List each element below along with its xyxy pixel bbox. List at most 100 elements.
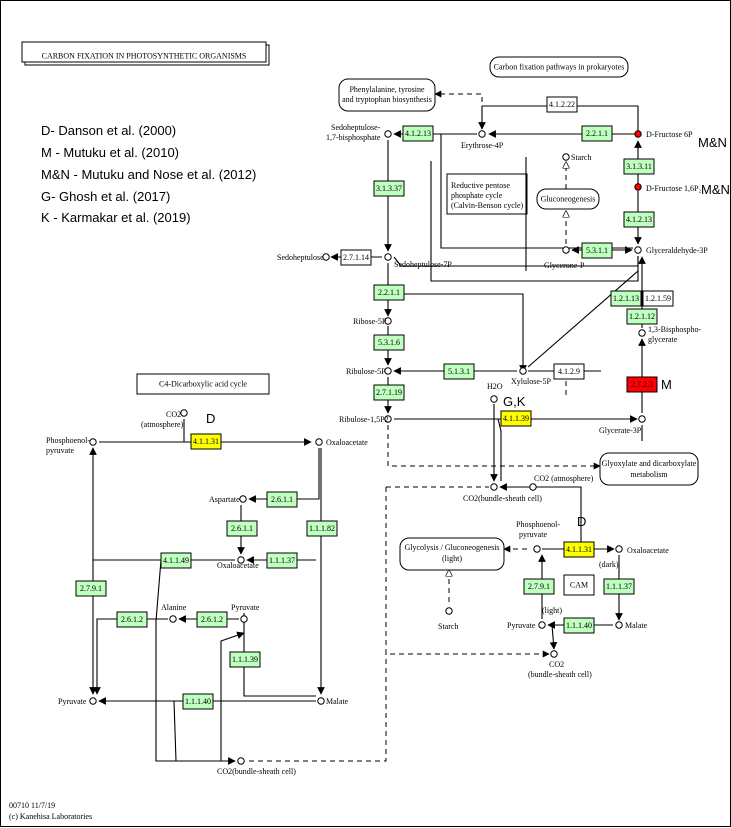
label-co2-bsc-2a: CO2 xyxy=(549,660,564,669)
enzyme-1-1-1-40[interactable]: 1.1.1.40 xyxy=(563,617,595,634)
enzyme-1-1-1-40[interactable]: 1.1.1.40 xyxy=(182,693,214,710)
compound-pyruvate-left[interactable] xyxy=(89,697,97,705)
enzyme-3-1-3-11[interactable]: 3.1.3.11 xyxy=(623,158,655,175)
label-xylulose-5p: Xylulose-5P xyxy=(511,377,552,386)
compound-co2-atm-2[interactable] xyxy=(529,483,537,491)
enzyme-1-1-1-39[interactable]: 1.1.1.39 xyxy=(229,651,261,668)
compound-oxaloacetate-2[interactable] xyxy=(237,556,245,564)
compound-xylulose-5p[interactable] xyxy=(519,367,527,375)
compound-malate-right[interactable] xyxy=(615,621,623,629)
map-title-box[interactable]: CARBON FIXATION IN PHOTOSYNTHETIC ORGANI… xyxy=(21,41,270,66)
compound-glycerone-p[interactable] xyxy=(562,246,570,254)
compound-pep-1[interactable] xyxy=(89,438,97,446)
enzyme-1-1-1-37[interactable]: 1.1.1.37 xyxy=(603,578,635,595)
compound-glyceraldehyde-3p[interactable] xyxy=(634,246,642,254)
enzyme-2-6-1-2[interactable]: 2.6.1.2 xyxy=(196,611,228,628)
annotation-mn-fructose6p: M&N xyxy=(698,135,727,150)
enzyme-2-7-9-1[interactable]: 2.7.9.1 xyxy=(75,580,107,597)
compound-ribose-5p[interactable] xyxy=(384,317,392,325)
enzyme-1-2-1-12[interactable]: 1.2.1.12 xyxy=(626,308,658,325)
enzyme-2-7-9-1[interactable]: 2.7.9.1 xyxy=(523,578,555,595)
compound-starch-2[interactable] xyxy=(445,607,453,615)
compound-starch-1[interactable] xyxy=(562,153,570,161)
compound-pyruvate-right[interactable] xyxy=(538,621,546,629)
enzyme-4-1-1-39[interactable]: 4.1.1.39 xyxy=(500,410,532,427)
enzyme-4-1-1-31[interactable]: 4.1.1.31 xyxy=(563,541,595,558)
label-co2-atm-1b: (atmosphere) xyxy=(141,420,184,429)
map-link-cam[interactable]: CAM xyxy=(563,574,595,596)
enzyme-label: 1.1.1.37 xyxy=(269,556,295,565)
compound-co2-atm-1[interactable] xyxy=(180,409,188,417)
compound-bpg[interactable] xyxy=(638,329,646,337)
enzyme-5-1-3-1[interactable]: 5.1.3.1 xyxy=(443,363,475,380)
enzyme-2-7-1-14[interactable]: 2.7.1.14 xyxy=(340,249,372,266)
enzyme-4-1-2-22[interactable]: 4.1.2.22 xyxy=(546,96,578,113)
map-link-gluconeogenesis[interactable]: Gluconeogenesis xyxy=(536,188,600,210)
enzyme-2-6-1-1[interactable]: 2.6.1.1 xyxy=(266,491,298,508)
compound-oxaloacetate-1[interactable] xyxy=(315,438,323,446)
map-link-pentose-cycle[interactable]: Reductive pentose phosphate cycle (Calvi… xyxy=(446,173,528,215)
map-link-phenylalanine[interactable]: Phenylalanine, tyrosine and tryptophan b… xyxy=(338,78,436,112)
map-link-glyoxylate[interactable]: Glyoxylate and dicarboxylate metabolism xyxy=(599,452,699,486)
enzyme-label: 2.6.1.1 xyxy=(231,524,253,533)
enzyme-1-1-1-37[interactable]: 1.1.1.37 xyxy=(266,552,298,569)
compound-ribulose-15p2[interactable] xyxy=(384,415,392,423)
label-pyruvate-left: Pyruvate xyxy=(58,697,87,706)
compound-co2-bsc-3[interactable] xyxy=(237,757,245,765)
compound-malate-left[interactable] xyxy=(317,697,325,705)
compound-glycerate-3p[interactable] xyxy=(638,415,646,423)
footer-map-id: 00710 11/7/19 xyxy=(9,801,55,810)
svg-text:Glycolysis / Gluconeogenesis: Glycolysis / Gluconeogenesis xyxy=(404,543,499,552)
compound-oxaloacetate-dark[interactable] xyxy=(615,545,623,553)
compound-h2o[interactable] xyxy=(490,395,498,403)
enzyme-1-2-1-59[interactable]: 1.2.1.59 xyxy=(642,290,674,307)
label-ribulose-15p2: Ribulose-1,5P2 xyxy=(339,415,389,424)
enzyme-2-2-1-1[interactable]: 2.2.1.1 xyxy=(581,125,613,142)
enzyme-4-1-1-31[interactable]: 4.1.1.31 xyxy=(190,433,222,450)
compound-co2-bsc-2[interactable] xyxy=(550,650,558,658)
enzyme-4-1-2-13[interactable]: 4.1.2.13 xyxy=(402,125,434,142)
label-d-fructose-16p2: D-Fructose 1,6P₂ xyxy=(646,184,701,193)
compound-erythrose-4p[interactable] xyxy=(478,130,486,138)
enzyme-1-2-1-13[interactable]: 1.2.1.13 xyxy=(610,290,642,307)
map-link-prokaryotes[interactable]: Carbon fixation pathways in prokaryotes xyxy=(489,56,629,78)
enzyme-4-1-2-13[interactable]: 4.1.2.13 xyxy=(623,211,655,228)
annotation-d-2: D xyxy=(577,514,586,529)
compound-alanine[interactable] xyxy=(169,615,177,623)
annotation-gk: G,K xyxy=(503,394,526,409)
compound-d-fructose-16p2[interactable] xyxy=(634,183,642,191)
enzyme-label: 1.1.1.40 xyxy=(566,621,592,630)
label-pep-2b: pyruvate xyxy=(519,530,547,539)
compound-co2-bsc-1[interactable] xyxy=(490,483,498,491)
compound-ribulose-5p[interactable] xyxy=(384,367,392,375)
enzyme-2-6-1-2[interactable]: 2.6.1.2 xyxy=(116,611,148,628)
enzyme-3-1-3-37[interactable]: 3.1.3.37 xyxy=(373,180,405,197)
enzyme-label: 2.7.9.1 xyxy=(80,584,102,593)
enzyme-1-1-1-82[interactable]: 1.1.1.82 xyxy=(306,520,338,537)
enzyme-5-3-1-1[interactable]: 5.3.1.1 xyxy=(581,242,613,259)
enzyme-4-1-2-9[interactable]: 4.1.2.9 xyxy=(553,363,585,380)
compound-pyruvate-1[interactable] xyxy=(240,615,248,623)
map-link-c4-cycle[interactable]: C4-Dicarboxylic acid cycle xyxy=(136,373,270,395)
svg-text:Phenylalanine, tyrosine: Phenylalanine, tyrosine xyxy=(349,85,425,94)
compound-sedoheptulose[interactable] xyxy=(322,253,330,261)
enzyme-label: 4.1.2.13 xyxy=(626,215,652,224)
svg-text:Reductive pentose: Reductive pentose xyxy=(451,181,510,190)
enzyme-2-7-2-3[interactable]: 2.7.2.3 xyxy=(626,376,658,393)
enzyme-label: 5.3.1.1 xyxy=(586,246,608,255)
compound-d-fructose-6p[interactable] xyxy=(634,130,642,138)
compound-aspartate[interactable] xyxy=(239,495,247,503)
enzyme-2-2-1-1[interactable]: 2.2.1.1 xyxy=(373,284,405,301)
label-alanine: Alanine xyxy=(161,603,187,612)
enzyme-2-7-1-19[interactable]: 2.7.1.19 xyxy=(373,384,405,401)
compound-sedoheptulose-7p[interactable] xyxy=(384,253,392,261)
enzyme-2-6-1-1[interactable]: 2.6.1.1 xyxy=(226,520,258,537)
enzyme-4-1-1-49[interactable]: 4.1.1.49 xyxy=(160,552,192,569)
compound-pep-2[interactable] xyxy=(533,545,541,553)
map-link-glycolysis[interactable]: Glycolysis / Gluconeogenesis (light) xyxy=(399,537,505,571)
label-pep-1a: Phosphoenol- xyxy=(46,436,90,445)
compound-sedoheptulose-17bp[interactable] xyxy=(384,130,392,138)
label-bpg-2: glycerate xyxy=(648,335,678,344)
enzyme-5-3-1-6[interactable]: 5.3.1.6 xyxy=(373,334,405,351)
